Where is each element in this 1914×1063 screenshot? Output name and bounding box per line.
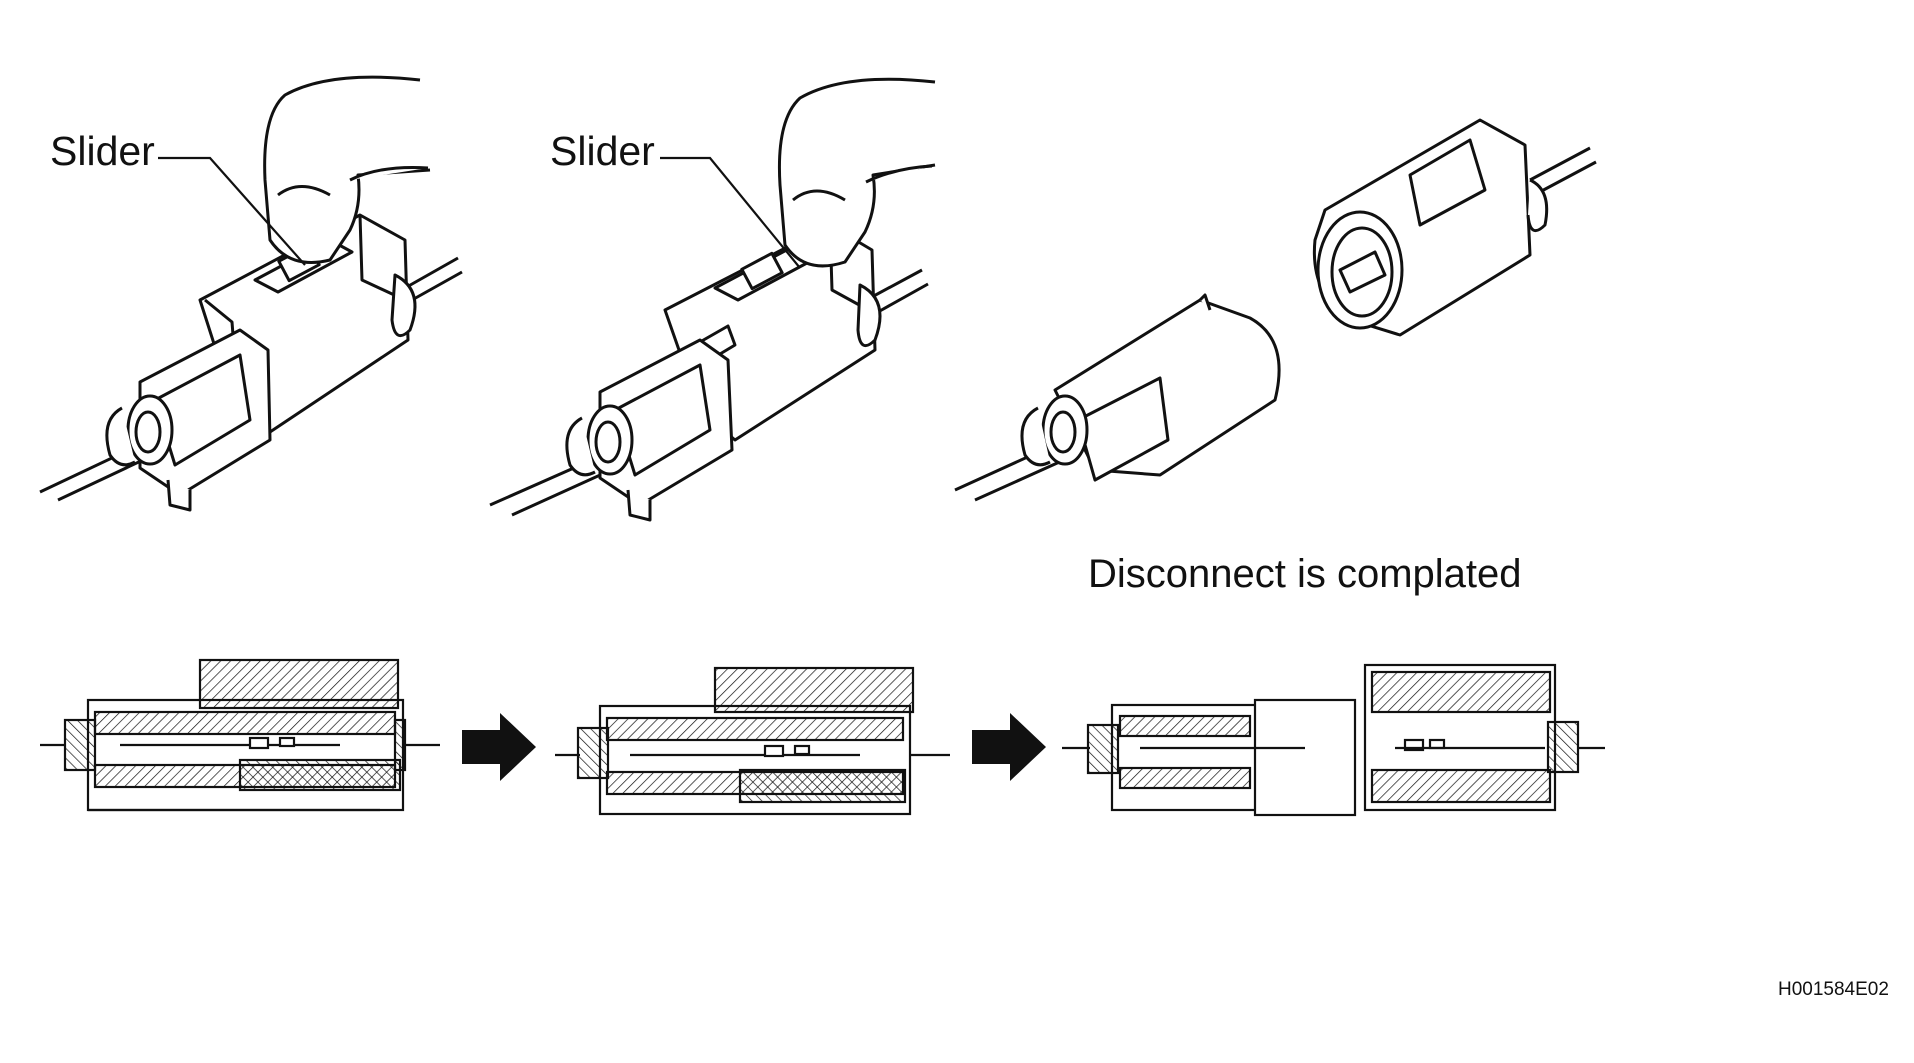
figure-code-label: H001584E02 — [1778, 979, 1889, 1000]
slider-label-2: Slider — [550, 128, 655, 174]
cross-section-mated — [40, 658, 440, 812]
connector-assembly-2 — [489, 223, 929, 522]
arrow-right-icon — [462, 713, 536, 781]
slider-label-1: Slider — [50, 128, 155, 174]
arrow-right-icon — [972, 713, 1046, 781]
connector-plug-separated — [954, 293, 1281, 502]
disconnect-status-label: Disconnect is complated — [1088, 552, 1522, 596]
cross-section-slider-moved — [555, 666, 950, 816]
cross-section-disconnected — [1062, 663, 1605, 817]
slider-leader-lines — [158, 156, 801, 269]
finger-icon — [263, 75, 431, 264]
connector-receptacle-separated — [1312, 118, 1597, 337]
finger-icon — [777, 77, 936, 268]
connector-assembly-1 — [39, 213, 463, 512]
